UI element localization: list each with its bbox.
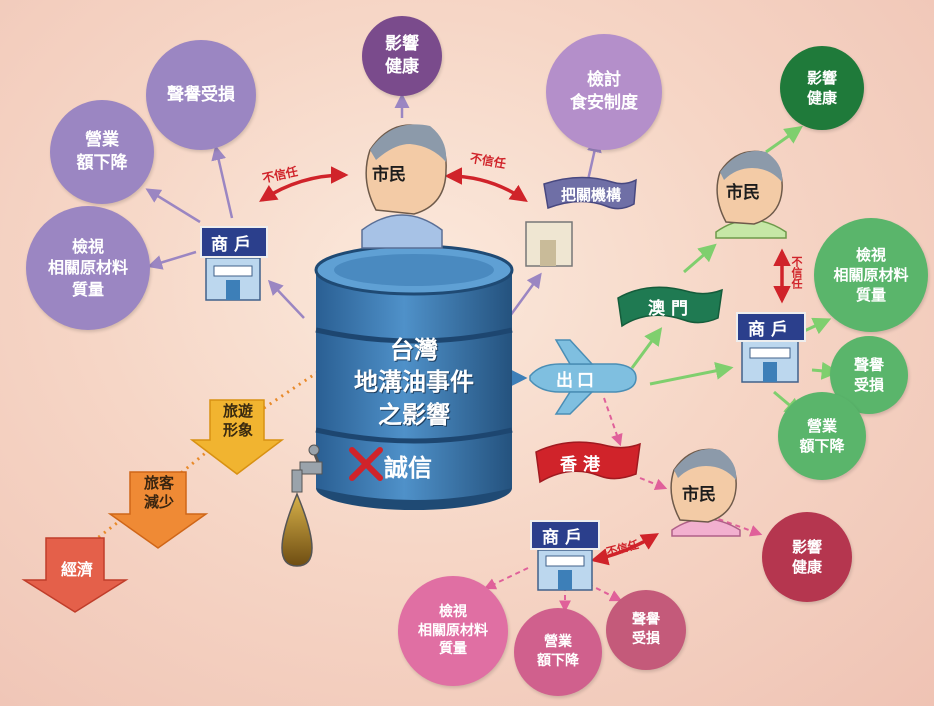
tourism-image-label: 旅遊 形象	[222, 402, 253, 439]
faucet	[291, 444, 323, 493]
macau-shop-building	[741, 339, 799, 383]
tw-citizen-label: 市民	[372, 165, 406, 185]
macau-review-circle: 檢視 相關原材料 質量	[814, 218, 928, 332]
hk-flag-label: 香港	[560, 455, 606, 475]
gatekeeper-building	[525, 221, 573, 267]
hk-revenue-circle: 營業 額下降	[514, 608, 602, 696]
hk-shop-sign: 商戶	[530, 520, 600, 550]
hk-review-circle: 檢視 相關原材料 質量	[398, 576, 508, 686]
tourists-decrease-label: 旅客 減少	[143, 474, 174, 511]
taiwan-shop-building	[205, 257, 261, 301]
macau-shop-sign: 商戶	[736, 312, 806, 342]
taiwan-citizen-figure	[361, 124, 447, 249]
tw-health-circle: 影響 健康	[362, 16, 442, 96]
hk-reputation-circle: 聲譽 受損	[606, 590, 686, 670]
tw-revenue-circle: 營業 額下降	[50, 100, 154, 204]
taiwan-arrows	[145, 93, 602, 319]
tw-review-circle: 檢視 相關原材料 質量	[26, 206, 150, 330]
hk-citizen-figure	[670, 448, 741, 537]
macau-flag-label: 澳門	[648, 299, 694, 319]
hk-shop-building	[537, 549, 593, 591]
hk-flag	[535, 441, 641, 484]
macau-revenue-circle: 營業 額下降	[778, 392, 866, 480]
hk-arrows	[483, 397, 763, 613]
gatekeeper-label: 把關機構	[560, 186, 621, 204]
tw-reputation-circle: 聲譽受損	[146, 40, 256, 150]
hk-citizen-label: 市民	[682, 485, 716, 505]
tw-food-safety-circle: 檢討 食安制度	[546, 34, 662, 150]
economy-label: 經濟	[60, 560, 93, 579]
chain-arrows	[21, 399, 285, 613]
macau-citizen-figure	[715, 150, 787, 239]
macau-reputation-circle: 聲譽 受損	[830, 336, 908, 414]
macau-distrust: 不信任	[790, 256, 803, 289]
macau-health-circle: 影響 健康	[780, 46, 864, 130]
oil-drop	[281, 492, 313, 567]
gatekeeper-flag	[543, 176, 637, 210]
airplane-icon	[529, 339, 637, 415]
integrity-label: 誠信	[384, 454, 432, 482]
oil-barrel	[314, 244, 514, 510]
tw-shop-sign: 商戶	[200, 226, 268, 258]
export-label: 出口	[556, 371, 598, 391]
hk-health-circle: 影響 健康	[762, 512, 852, 602]
macau-flag	[617, 286, 723, 328]
cross-mark-icon	[349, 447, 383, 481]
center-title: 台灣 地溝油事件 之影響	[354, 336, 474, 429]
macau-arrows	[630, 125, 840, 417]
taiwan-distrust-arrows	[259, 166, 528, 202]
macau-citizen-label: 市民	[726, 183, 760, 203]
